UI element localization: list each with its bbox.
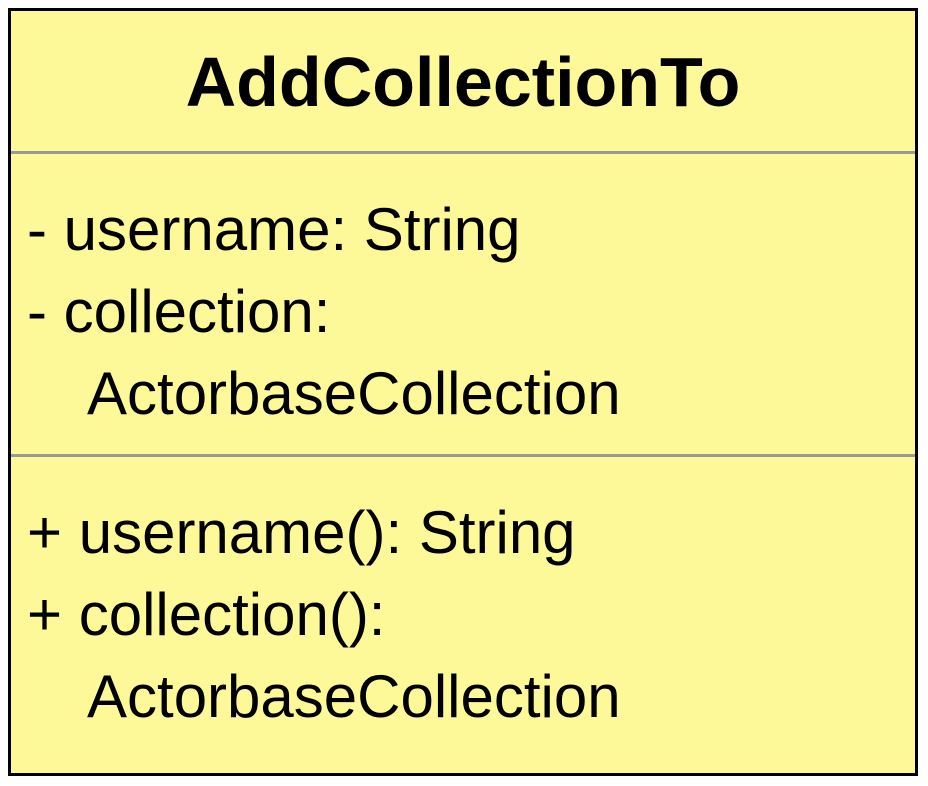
attributes-compartment: - username: String - collection: Actorba… xyxy=(27,189,915,435)
compartment-divider xyxy=(11,151,915,154)
operation-collection-return-type: ActorbaseCollection xyxy=(87,663,621,730)
class-name: AddCollectionTo xyxy=(185,42,741,121)
uml-class-box: AddCollectionTo - username: String - col… xyxy=(8,8,918,776)
operation-collection: + collection(): xyxy=(27,581,386,648)
compartment-divider xyxy=(11,454,915,457)
attribute-collection: - collection: xyxy=(27,278,331,345)
attribute-username: - username: String xyxy=(27,196,521,263)
attribute-collection-type: ActorbaseCollection xyxy=(87,360,621,427)
operation-username: + username(): String xyxy=(27,499,576,566)
operations-compartment: + username(): String + collection(): Act… xyxy=(27,492,915,738)
class-name-compartment: AddCollectionTo xyxy=(11,11,915,152)
